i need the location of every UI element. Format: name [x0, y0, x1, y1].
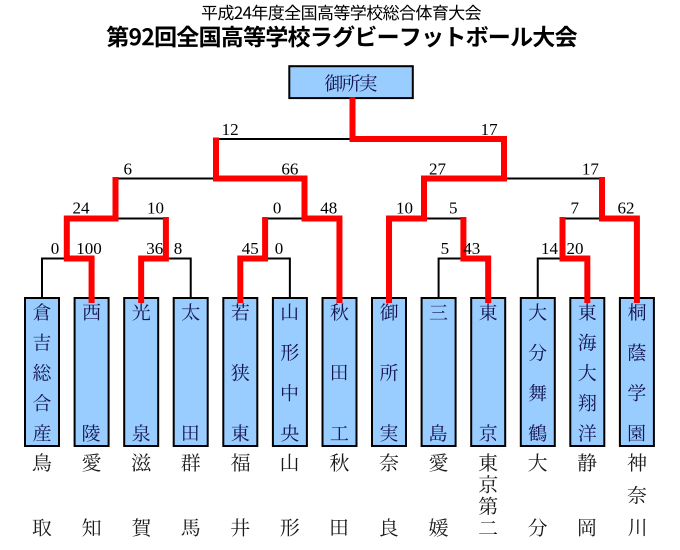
svg-text:6: 6 [124, 160, 133, 179]
svg-text:10: 10 [396, 199, 413, 218]
svg-text:36: 36 [146, 239, 163, 258]
svg-text:62: 62 [618, 199, 635, 218]
svg-text:12: 12 [222, 120, 239, 139]
svg-text:17: 17 [481, 120, 499, 139]
svg-text:0: 0 [51, 239, 60, 258]
svg-text:0: 0 [275, 239, 284, 258]
svg-text:100: 100 [76, 239, 102, 258]
svg-text:43: 43 [463, 239, 480, 258]
svg-text:8: 8 [174, 239, 183, 258]
svg-text:27: 27 [429, 160, 447, 179]
svg-text:17: 17 [582, 160, 600, 179]
svg-text:7: 7 [571, 199, 580, 218]
svg-text:45: 45 [242, 239, 259, 258]
svg-text:20: 20 [567, 239, 584, 258]
svg-text:0: 0 [273, 199, 282, 218]
svg-text:48: 48 [320, 199, 337, 218]
svg-text:5: 5 [441, 239, 450, 258]
svg-text:14: 14 [541, 239, 559, 258]
svg-text:10: 10 [147, 199, 164, 218]
svg-text:66: 66 [281, 160, 298, 179]
svg-text:5: 5 [449, 199, 458, 218]
svg-text:24: 24 [73, 199, 91, 218]
